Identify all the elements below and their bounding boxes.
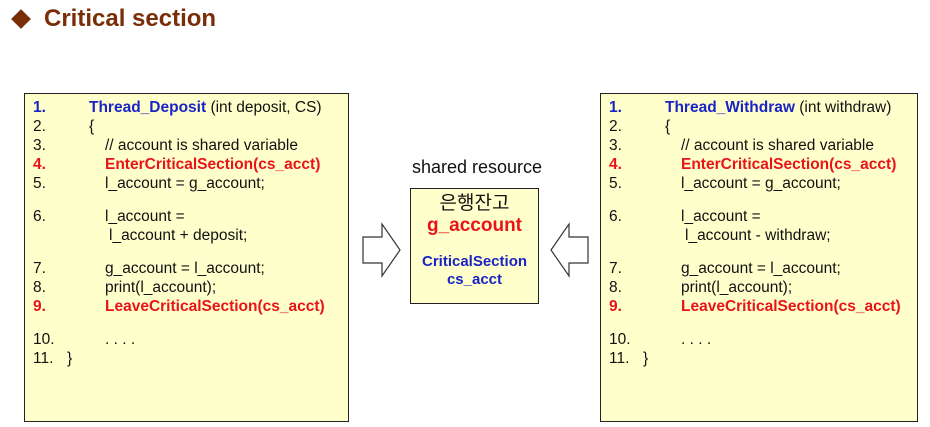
code-line: 6. l_account = [609,207,911,226]
code-line: l_account - withdraw; [609,226,911,245]
code-text: LeaveCriticalSection(cs_acct) [681,298,901,315]
code-text: { [89,118,95,135]
code-line: 8. print(l_account); [609,278,911,297]
line-number: 10. [609,331,631,348]
line-number: 5. [609,175,622,192]
code-text: EnterCriticalSection(cs_acct) [105,156,321,173]
line-number [33,226,67,245]
line-number: 4. [33,156,46,173]
code-line: 3. // account is shared variable [609,136,911,155]
code-line: 1. Thread_Withdraw (int withdraw) [609,98,911,117]
diamond-bullet-icon [11,9,31,29]
code-line: 7. g_account = l_account; [33,259,342,278]
code-line: 9. LeaveCriticalSection(cs_acct) [609,297,911,316]
code-text: l_account - withdraw; [685,227,831,244]
shared-resource-label: shared resource [411,157,543,177]
line-number: 7. [33,260,46,277]
code-text: l_account = [105,208,185,225]
slide-title: Critical section [8,2,216,36]
code-line: 11.} [33,349,342,368]
code-line: 8. print(l_account); [33,278,342,297]
line-number: 2. [33,118,46,135]
code-line: 6. l_account = [33,207,342,226]
line-number: 4. [609,156,622,173]
code-text: } [67,350,73,367]
function-name: Thread_Withdraw [665,99,795,116]
code-line: 7. g_account = l_account; [609,259,911,278]
cs-name-label: cs_acct [446,271,503,288]
line-number: 6. [609,208,622,225]
line-number: 9. [609,298,622,315]
code-text: . . . . [681,331,712,348]
code-text: l_account = g_account; [105,175,265,192]
slide-title-text: Critical section [44,5,217,32]
line-number: 1. [33,99,46,116]
code-line: l_account + deposit; [33,226,342,245]
code-line: 5. l_account = g_account; [33,174,342,193]
code-text: LeaveCriticalSection(cs_acct) [105,298,325,315]
code-line: 2. { [609,117,911,136]
line-number: 7. [609,260,622,277]
line-number: 3. [33,137,46,154]
code-text: { [665,118,671,135]
code-text: print(l_account); [105,279,217,296]
function-params: (int withdraw) [794,99,892,116]
code-text: g_account = l_account; [105,260,265,277]
code-line: 2. { [33,117,342,136]
line-number [609,226,643,245]
code-text: EnterCriticalSection(cs_acct) [681,156,897,173]
line-number: 8. [609,279,622,296]
line-number: 11. [609,350,630,367]
critical-section-label: CriticalSection [421,253,528,270]
code-text: print(l_account); [681,279,793,296]
code-line: 4. EnterCriticalSection(cs_acct) [609,155,911,174]
code-text: . . . . [105,331,136,348]
code-line: 10. . . . . [33,330,342,349]
function-params: (int deposit, CS) [206,99,322,116]
korean-label: 은행잔고 [439,192,510,214]
code-text: l_account = g_account; [681,175,841,192]
line-number: 2. [609,118,622,135]
code-text: l_account = [681,208,761,225]
right-arrow-icon [362,222,401,278]
code-text: Thread_Withdraw (int withdraw) [643,98,891,117]
line-number: 5. [33,175,46,192]
line-number: 10. [33,331,55,348]
line-number: 11. [33,350,54,367]
code-line: 11.} [609,349,911,368]
line-number: 9. [33,298,46,315]
withdraw-code-box: 1. Thread_Withdraw (int withdraw) 2. {3. // … [600,93,918,422]
line-number: 1. [609,99,622,116]
code-line: 5. l_account = g_account; [609,174,911,193]
code-line: 9. LeaveCriticalSection(cs_acct) [33,297,342,316]
line-number: 3. [609,137,622,154]
code-text: Thread_Deposit (int deposit, CS) [67,98,322,117]
left-arrow-icon [550,222,589,278]
code-text: // account is shared variable [105,137,298,154]
code-line: 1. Thread_Deposit (int deposit, CS) [33,98,342,117]
code-text: } [643,350,649,367]
code-text: // account is shared variable [681,137,874,154]
code-line: 3. // account is shared variable [33,136,342,155]
line-number: 8. [33,279,46,296]
code-text: l_account + deposit; [109,227,248,244]
code-text: g_account = l_account; [681,260,841,277]
global-account-label: g_account [426,215,523,236]
code-line: 4. EnterCriticalSection(cs_acct) [33,155,342,174]
line-number: 6. [33,208,46,225]
function-name: Thread_Deposit [89,99,207,116]
deposit-code-box: 1. Thread_Deposit (int deposit, CS) 2. {3. /… [24,93,349,422]
shared-resource-box: 은행잔고 g_account CriticalSection cs_acct [410,188,539,304]
code-line: 10. . . . . [609,330,911,349]
